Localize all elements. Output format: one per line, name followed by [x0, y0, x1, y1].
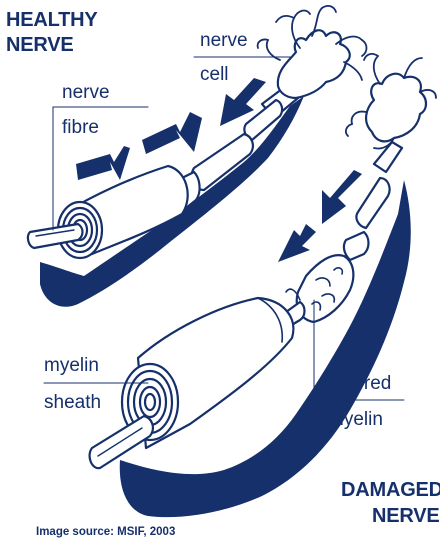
nerve-fibre-label-line1: nerve	[62, 82, 110, 104]
damaged-axon-segment-3	[344, 232, 369, 260]
healthy-nerve-cell-body	[278, 30, 350, 98]
myelin-sheath-label-line1: myelin	[44, 355, 99, 377]
arrow-healthy-middle	[142, 112, 202, 154]
damaged-heading-line1: DAMAGED	[341, 478, 440, 502]
arrow-nerve-fibre	[76, 146, 130, 180]
scarred-myelin-label-line2: myelin	[328, 409, 383, 431]
damaged-axon-core	[90, 416, 153, 468]
arrow-damaged-lower	[278, 224, 316, 262]
healthy-heading-line1: HEALTHY	[6, 8, 98, 32]
damaged-nerve-cell-body	[366, 74, 426, 142]
scarred-myelin-label-line1: scarred	[328, 373, 391, 395]
damaged-axon-segment-5	[374, 142, 402, 172]
myelin-sheath-label-line2: sheath	[44, 392, 101, 414]
nerve-cell-label-line1: nerve	[200, 30, 248, 52]
nerve-cell-label-line2: cell	[200, 64, 229, 86]
image-source-caption: Image source: MSIF, 2003	[36, 525, 175, 539]
damaged-heading-line2: NERVE	[372, 504, 440, 528]
healthy-heading-line2: NERVE	[6, 33, 74, 57]
nerve-fibre-label-line2: fibre	[62, 117, 99, 139]
damaged-axon-segment-4	[356, 178, 389, 228]
